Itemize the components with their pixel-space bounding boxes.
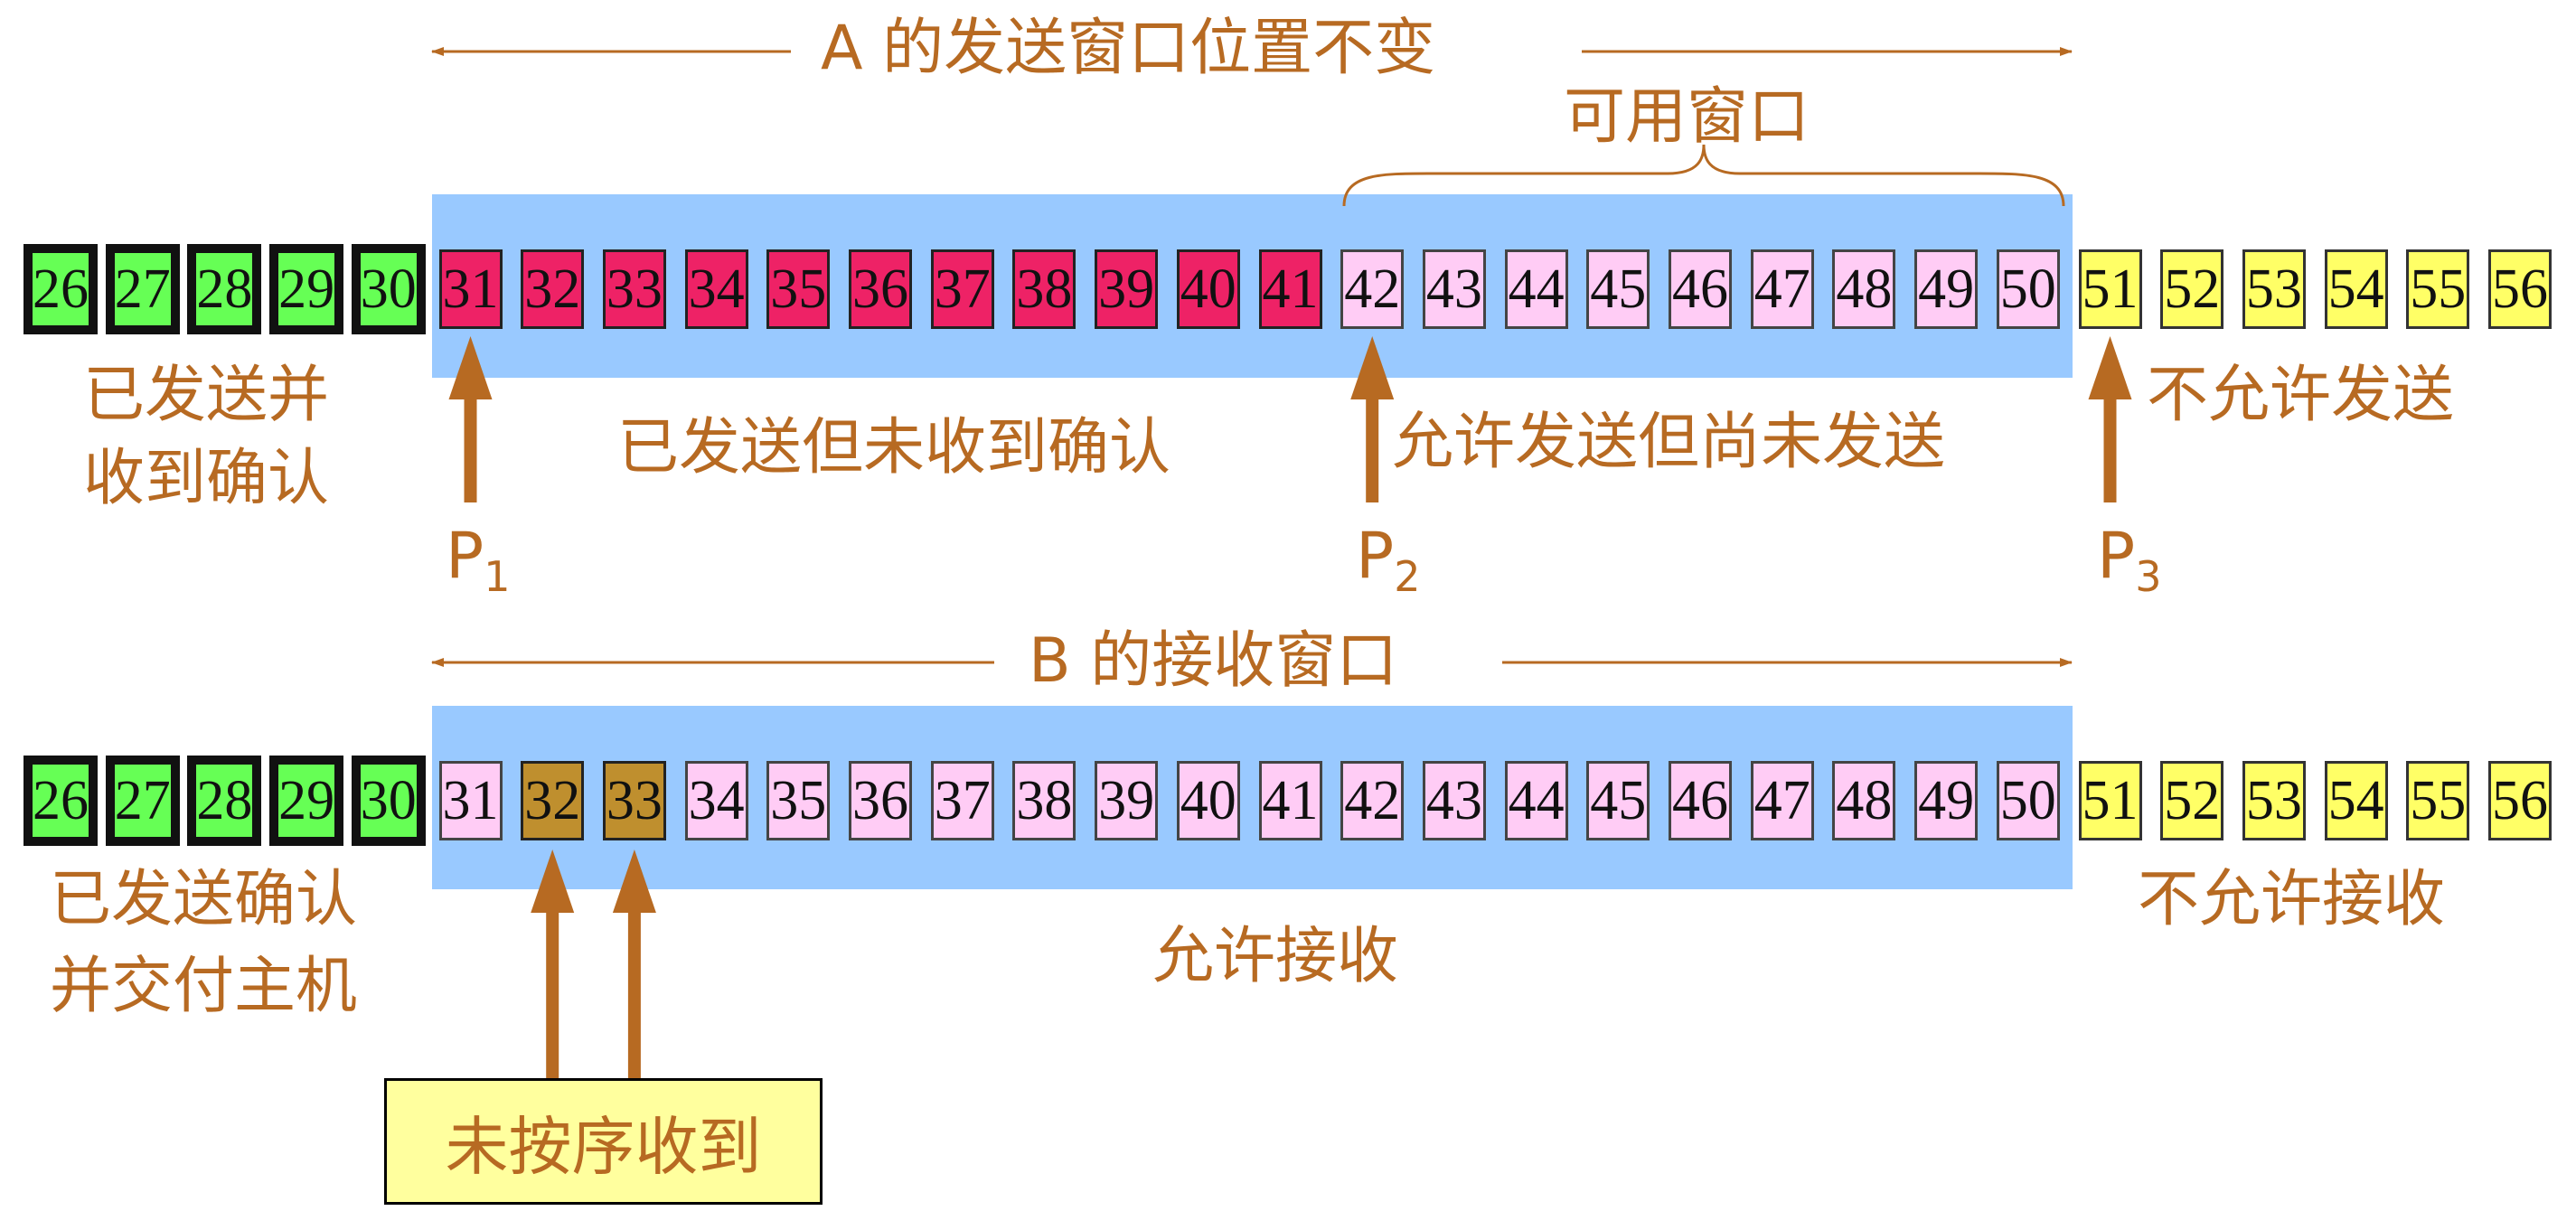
sender-seq-cell-36: 36: [849, 249, 912, 329]
receiver-seq-cell-33: 33: [602, 761, 666, 840]
allowed-unsent-label: 允许发送但尚未发送: [1392, 407, 1946, 478]
receiver-seq-cell-53: 53: [2242, 761, 2306, 840]
pointer-p1-label: P1: [446, 519, 511, 601]
sender-seq-cell-52: 52: [2160, 249, 2224, 329]
sender-seq-cell-54: 54: [2324, 249, 2388, 329]
receiver-seq-cell-34: 34: [684, 761, 748, 840]
receiver-not-allowed-label: 不允许接收: [2138, 864, 2446, 935]
receiver-seq-cell-43: 43: [1422, 761, 1486, 840]
usable-window-label: 可用窗口: [1564, 81, 1810, 153]
receiver-seq-cell-46: 46: [1669, 761, 1732, 840]
sender-acked-label-line1: 已发送并: [83, 360, 330, 431]
sender-seq-cell-40: 40: [1176, 249, 1240, 329]
receiver-seq-cell-29: 29: [269, 756, 344, 846]
pointer-p2-label: P2: [1356, 519, 1421, 601]
sender-seq-cell-35: 35: [766, 249, 831, 329]
sender-seq-cell-30: 30: [351, 244, 426, 334]
sender-seq-cell-49: 49: [1914, 249, 1979, 329]
sender-seq-cell-45: 45: [1586, 249, 1650, 329]
receiver-seq-cell-56: 56: [2488, 761, 2552, 840]
receiver-seq-cell-35: 35: [766, 761, 831, 840]
sender-seq-cell-48: 48: [1832, 249, 1896, 329]
sender-seq-cell-29: 29: [269, 244, 344, 334]
receiver-seq-cell-52: 52: [2160, 761, 2224, 840]
sender-seq-cell-43: 43: [1422, 249, 1486, 329]
usable-window-brace: [1342, 144, 2065, 207]
sender-seq-cell-46: 46: [1669, 249, 1732, 329]
receiver-seq-cell-31: 31: [438, 761, 503, 840]
out-of-order-arrow-33: [612, 850, 656, 1078]
pointer-p2-arrow: [1350, 336, 1395, 502]
sender-seq-cell-44: 44: [1504, 249, 1568, 329]
receiver-seq-cell-51: 51: [2078, 761, 2142, 840]
pointer-p1-arrow: [448, 336, 493, 502]
sender-seq-cell-33: 33: [602, 249, 666, 329]
sender-seq-cell-37: 37: [930, 249, 994, 329]
receiver-delivered-label-line2: 并交付主机: [50, 951, 358, 1022]
sender-seq-cell-28: 28: [187, 244, 262, 334]
sender-seq-cell-34: 34: [684, 249, 748, 329]
sender-seq-cell-31: 31: [438, 249, 503, 329]
allowed-receive-label: 允许接收: [1152, 921, 1399, 992]
sender-seq-cell-55: 55: [2406, 249, 2470, 329]
sender-window-label: A 的发送窗口位置不变: [821, 13, 1436, 84]
receiver-seq-cell-30: 30: [351, 756, 426, 846]
receiver-seq-cell-47: 47: [1750, 761, 1814, 840]
receiver-window-label: B 的接收窗口: [1029, 625, 1398, 697]
sender-seq-cell-47: 47: [1750, 249, 1814, 329]
sender-seq-cell-42: 42: [1340, 249, 1405, 329]
sender-acked-label-line2: 收到确认: [83, 443, 330, 514]
sender-seq-cell-53: 53: [2242, 249, 2306, 329]
sender-seq-cell-26: 26: [24, 244, 98, 334]
receiver-seq-cell-32: 32: [521, 761, 585, 840]
receiver-seq-cell-49: 49: [1914, 761, 1979, 840]
pointer-p3-label: P3: [2097, 519, 2162, 601]
receiver-seq-cell-45: 45: [1586, 761, 1650, 840]
receiver-seq-cell-44: 44: [1504, 761, 1568, 840]
sender-seq-cell-50: 50: [1996, 249, 2060, 329]
receiver-seq-cell-50: 50: [1996, 761, 2060, 840]
receiver-delivered-label-line1: 已发送确认: [50, 864, 358, 935]
out-of-order-arrow-32: [531, 850, 575, 1078]
receiver-seq-cell-39: 39: [1095, 761, 1159, 840]
receiver-seq-cell-28: 28: [187, 756, 262, 846]
receiver-seq-cell-42: 42: [1340, 761, 1405, 840]
receiver-seq-cell-27: 27: [105, 756, 180, 846]
receiver-seq-cell-41: 41: [1258, 761, 1322, 840]
out-of-order-note: 未按序收到: [384, 1078, 823, 1205]
sender-seq-cell-51: 51: [2078, 249, 2142, 329]
sender-seq-cell-27: 27: [105, 244, 180, 334]
sent-unacked-label: 已发送但未收到确认: [617, 412, 1171, 483]
sender-seq-cell-39: 39: [1095, 249, 1159, 329]
receiver-seq-cell-37: 37: [930, 761, 994, 840]
sender-seq-cell-41: 41: [1258, 249, 1322, 329]
pointer-p3-arrow: [2088, 336, 2132, 502]
receiver-seq-cell-40: 40: [1176, 761, 1240, 840]
sender-not-allowed-label: 不允许发送: [2147, 360, 2455, 431]
receiver-seq-cell-48: 48: [1832, 761, 1896, 840]
receiver-seq-cell-54: 54: [2324, 761, 2388, 840]
sender-seq-cell-56: 56: [2488, 249, 2552, 329]
sender-seq-cell-38: 38: [1012, 249, 1076, 329]
receiver-seq-cell-36: 36: [849, 761, 912, 840]
receiver-seq-cell-26: 26: [24, 756, 98, 846]
receiver-seq-cell-55: 55: [2406, 761, 2470, 840]
receiver-seq-cell-38: 38: [1012, 761, 1076, 840]
sender-seq-cell-32: 32: [521, 249, 585, 329]
